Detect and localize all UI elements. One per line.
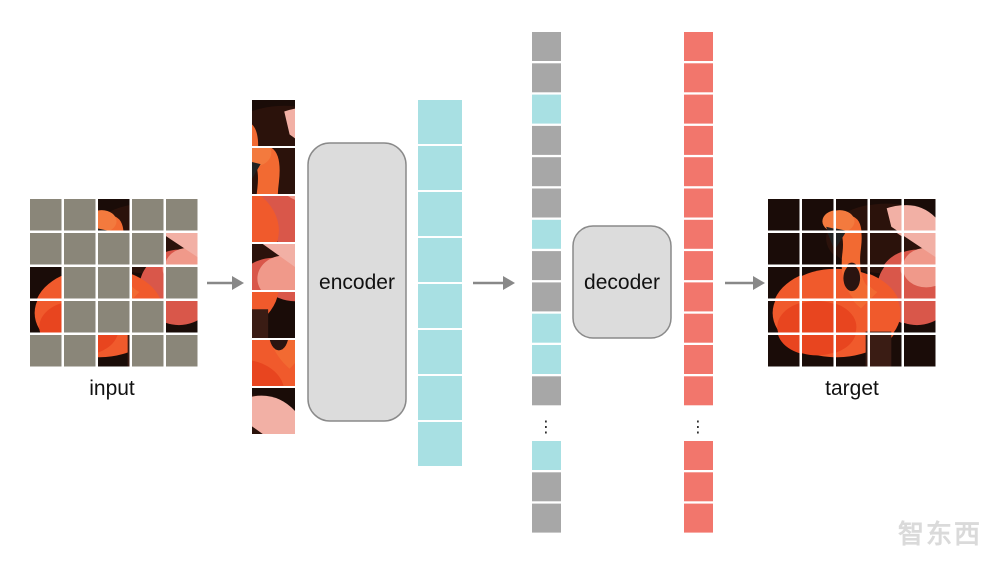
encoded-token [532, 313, 561, 343]
output-token [684, 219, 713, 249]
target-label: target [825, 377, 879, 400]
masked-patch [98, 267, 130, 299]
masked-patch [30, 335, 62, 367]
output-token [684, 441, 713, 470]
masked-patch [166, 335, 198, 367]
arrow-right-icon [725, 276, 765, 290]
decoder-label: decoder [584, 271, 660, 294]
ellipsis-icon: ⋮ [538, 419, 554, 436]
mask-token [532, 32, 561, 61]
encoded-token [418, 422, 462, 466]
masked-patch [64, 233, 96, 265]
decoder-block: decoder [572, 225, 672, 339]
encoded-token [418, 238, 462, 282]
output-token [684, 125, 713, 155]
masked-patch [30, 233, 62, 265]
masked-patch [132, 301, 164, 333]
output-token [684, 63, 713, 93]
encoded-token [532, 94, 561, 124]
mask-token [532, 472, 561, 502]
arrow-right-icon [207, 276, 244, 290]
mask-token [532, 63, 561, 93]
output-token [684, 94, 713, 124]
encoded-token [532, 219, 561, 249]
masked-patch [166, 267, 198, 299]
output-token [684, 282, 713, 312]
input-image-grid [30, 199, 198, 367]
output-token [684, 376, 713, 406]
mask-token [532, 125, 561, 155]
encoded-token [418, 330, 462, 374]
masked-patch [64, 301, 96, 333]
encoded-token [418, 376, 462, 420]
encoded-token [532, 441, 561, 470]
encoded-token [418, 192, 462, 236]
encoded-token [532, 345, 561, 374]
masked-patch [98, 233, 130, 265]
decoder-output-tokens-column [684, 32, 713, 533]
mask-token [532, 251, 561, 281]
encoder-label: encoder [319, 271, 395, 294]
arrow-right-icon [473, 276, 515, 290]
masked-patch [132, 335, 164, 367]
masked-patch [30, 199, 62, 231]
encoder-input-patch [252, 388, 295, 434]
input-label: input [89, 377, 135, 400]
encoded-token [418, 284, 462, 328]
masked-patch [64, 335, 96, 367]
encoded-token [418, 100, 462, 144]
masked-patch [64, 199, 96, 231]
decoder-input-tokens-column [532, 32, 561, 533]
mask-token [532, 376, 561, 406]
masked-patch [64, 267, 96, 299]
masked-patch [132, 233, 164, 265]
output-token [684, 32, 713, 61]
output-token [684, 503, 713, 533]
masked-patch [132, 199, 164, 231]
ellipsis-icon: ⋮ [690, 419, 706, 436]
target-image-grid [768, 199, 936, 367]
mask-token [532, 503, 561, 533]
masked-patch [166, 199, 198, 231]
encoder-block: encoder [307, 142, 407, 422]
mask-token [532, 282, 561, 312]
mask-token [532, 157, 561, 187]
output-token [684, 313, 713, 343]
output-token [684, 251, 713, 281]
encoded-tokens-column [418, 100, 462, 466]
output-token [684, 345, 713, 374]
masked-patch [98, 301, 130, 333]
encoded-token [418, 146, 462, 190]
watermark-logo: 智东西 [897, 520, 982, 550]
output-token [684, 472, 713, 502]
mask-token [532, 188, 561, 218]
output-token [684, 188, 713, 218]
output-token [684, 157, 713, 187]
